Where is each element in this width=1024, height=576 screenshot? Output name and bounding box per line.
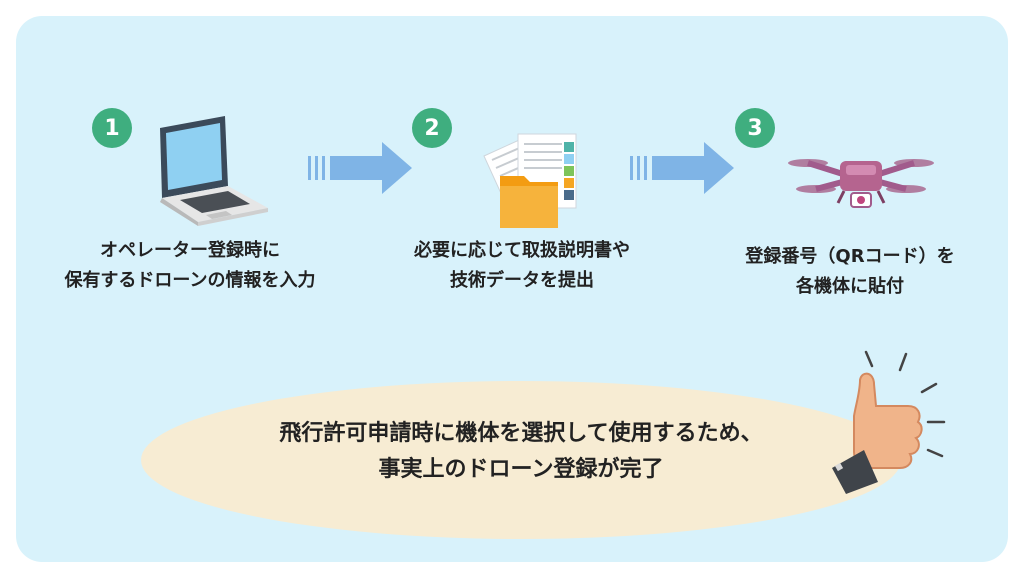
step-3-caption: 登録番号（QRコード）を 各機体に貼付 bbox=[745, 246, 955, 297]
documents-folder-icon bbox=[483, 133, 577, 228]
arrow-icon bbox=[308, 142, 412, 194]
laptop-icon bbox=[160, 116, 268, 226]
thumbs-up-icon bbox=[832, 350, 946, 494]
step-3-badge: 3 bbox=[735, 108, 775, 148]
arrow-icon bbox=[630, 142, 734, 194]
step-2-badge: 2 bbox=[412, 108, 452, 148]
step-1-caption: オペレーター登録時に 保有するドローンの情報を入力 bbox=[64, 240, 316, 291]
step-2-caption: 必要に応じて取扱説明書や 技術データを提出 bbox=[414, 240, 630, 291]
drone-icon bbox=[788, 159, 934, 208]
flow-panel: 1 2 3 bbox=[16, 16, 1008, 562]
summary-oval bbox=[141, 381, 901, 539]
step-1-badge: 1 bbox=[92, 108, 132, 148]
summary-text: 飛行許可申請時に機体を選択して使用するため、 事実上のドローン登録が完了 bbox=[279, 421, 763, 482]
